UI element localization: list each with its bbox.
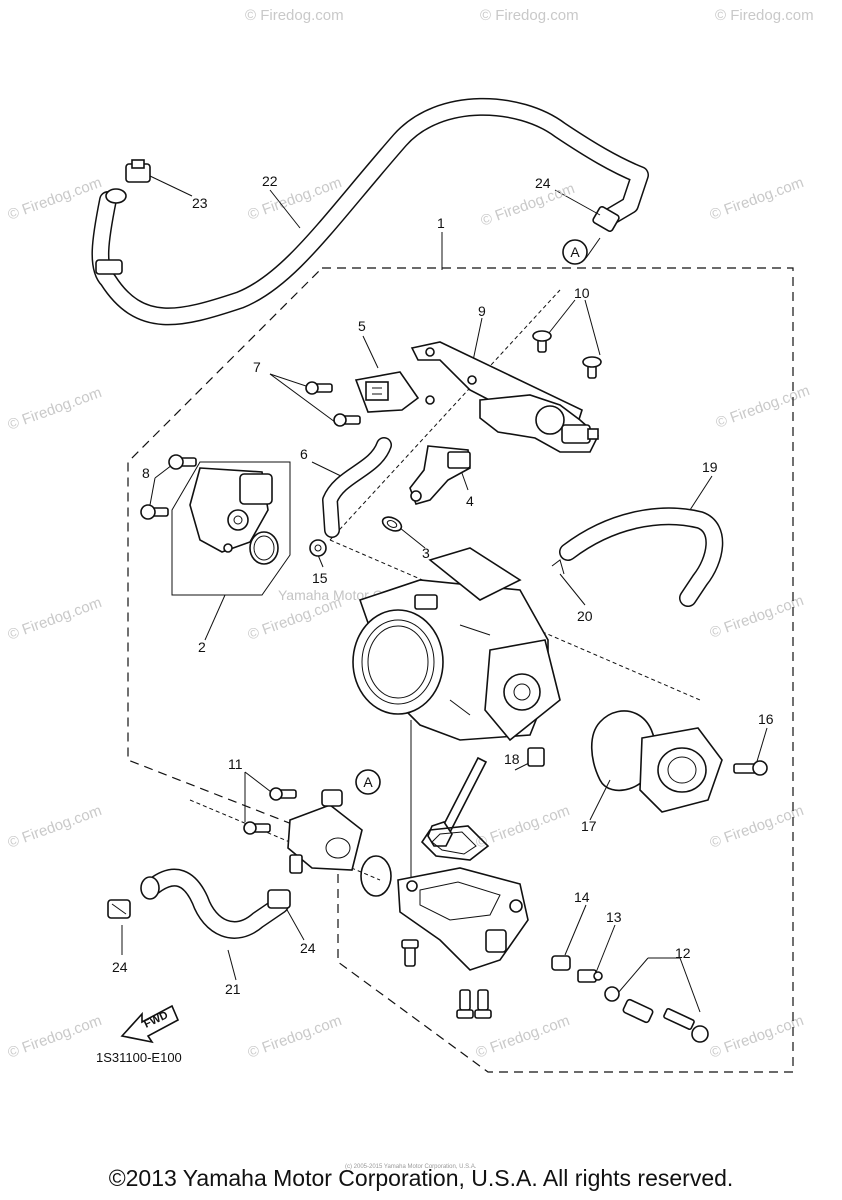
clip-23 (125, 159, 193, 197)
fwd-arrow-icon: FWD (120, 1004, 180, 1044)
label-24: 24 (300, 940, 316, 956)
injector-4 (409, 445, 471, 505)
watermark: © Firedog.com (479, 180, 577, 230)
svg-text:A: A (363, 774, 373, 790)
copyright-text: ©2013 Yamaha Motor Corporation, U.S.A. A… (109, 1165, 734, 1191)
label-5: 5 (358, 318, 366, 334)
label-2: 2 (198, 639, 206, 655)
gasket-base (420, 825, 490, 861)
watermark: © Firedog.com (6, 174, 104, 224)
watermark: © Firedog.com (6, 802, 104, 852)
screw-7b (333, 413, 361, 427)
label-12: 12 (675, 945, 691, 961)
label-1: 1 (437, 215, 445, 231)
screw-10b (582, 356, 602, 379)
fitting-14 (551, 955, 571, 971)
label-8: 8 (142, 465, 150, 481)
label-20: 20 (577, 608, 593, 624)
nut-15 (309, 539, 327, 557)
label-14: 14 (574, 889, 590, 905)
hose-22 (91, 97, 649, 326)
watermark: © Firedog.com (708, 592, 806, 642)
hose-21 (140, 868, 289, 939)
bolt-base-mid (456, 989, 474, 1019)
svg-text:A: A (570, 244, 580, 260)
label-23: 23 (192, 195, 208, 211)
label-22: 22 (262, 173, 278, 189)
clip-24-left (107, 899, 131, 919)
screw-8b (140, 504, 169, 520)
callout-a-top: A (562, 239, 588, 265)
bolt-base-left (401, 939, 419, 967)
screw-7a (305, 381, 333, 395)
label-11: 11 (228, 756, 243, 772)
fitting-12 (604, 986, 709, 1043)
bolt-base-right (474, 989, 492, 1019)
screw-8a (168, 454, 197, 470)
idle-control-body (397, 867, 529, 971)
label-16: 16 (758, 711, 774, 727)
label-9: 9 (478, 303, 486, 319)
watermark: © Firedog.com (715, 7, 814, 24)
throttle-body (352, 547, 561, 742)
label-15: 15 (312, 570, 328, 586)
fitting-13 (577, 969, 603, 983)
diagram-code: 1S31100-E100 (96, 1050, 182, 1065)
o-ring-mid (360, 855, 392, 897)
callout-a-mid: A (355, 769, 381, 795)
label-17: 17 (581, 818, 597, 834)
label-4: 4 (466, 493, 474, 509)
watermark: © Firedog.com (6, 1012, 104, 1062)
assembly-boundary (127, 267, 794, 1073)
watermark: © Firedog.com (708, 1012, 806, 1062)
label-3: 3 (422, 545, 430, 561)
tiny-notice: (c) 2005-2015 Yamaha Motor Corporation, … (345, 1164, 477, 1170)
label-13: 13 (606, 909, 622, 925)
plug-18 (527, 747, 545, 767)
clip-24-top (554, 189, 620, 232)
watermark: © Firedog.com (6, 384, 104, 434)
map-sensor-5 (354, 371, 420, 413)
watermark: © Firedog.com (708, 802, 806, 852)
label-24: 24 (112, 959, 128, 975)
clip-20 (551, 559, 565, 575)
watermark: © Firedog.com (246, 1012, 344, 1062)
screw-16 (733, 760, 768, 776)
label-10: 10 (574, 285, 590, 301)
watermark: © Firedog.com (714, 382, 812, 432)
label-24: 24 (535, 175, 551, 191)
fitting-11 (243, 787, 363, 874)
watermark: © Firedog.com (708, 174, 806, 224)
hose-6 (322, 437, 392, 538)
label-18: 18 (504, 751, 520, 767)
watermark: © Firedog.com (245, 7, 344, 24)
screw-10a (532, 330, 552, 353)
clip-24-right (267, 889, 291, 909)
label-21: 21 (225, 981, 241, 997)
cover-16 (639, 727, 723, 813)
label-7: 7 (253, 359, 261, 375)
leader-lines (121, 189, 768, 1013)
fuel-rail (479, 394, 599, 453)
label-19: 19 (702, 459, 718, 475)
o-ring-3 (381, 516, 403, 532)
part-labels: 1 2 3 4 5 6 7 8 9 10 11 12 13 14 15 16 1… (112, 173, 774, 997)
tps-box-2 (171, 461, 291, 596)
hose-19 (559, 507, 724, 607)
watermark: © Firedog.com (474, 1012, 572, 1062)
watermark: © Firedog.com (474, 802, 572, 852)
label-6: 6 (300, 446, 308, 462)
watermark: © Firedog.com (480, 7, 579, 24)
watermark: © Firedog.com (6, 594, 104, 644)
